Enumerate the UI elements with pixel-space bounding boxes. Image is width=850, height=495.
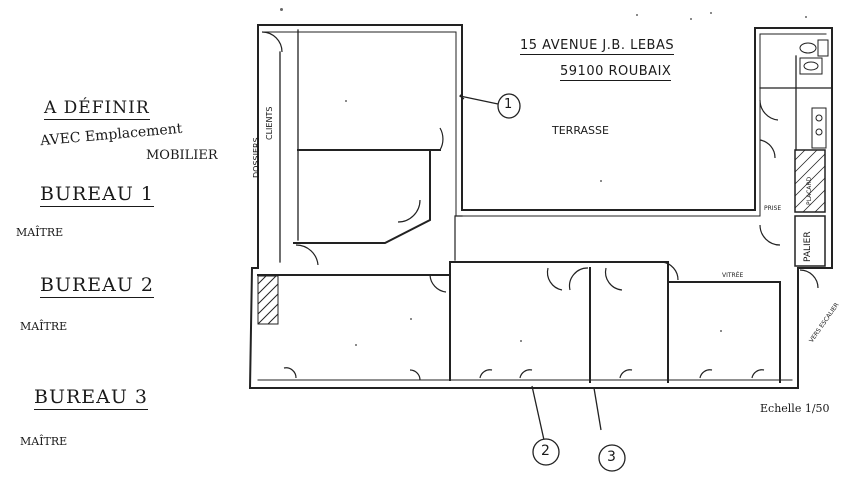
scan-speck xyxy=(520,340,522,342)
wc-fixtures xyxy=(799,39,829,149)
hatched-column xyxy=(257,275,279,325)
define-title: A DÉFINIR xyxy=(44,98,150,120)
corridor-top xyxy=(454,215,463,261)
dossiers-label: DOSSIERS xyxy=(252,137,261,178)
bureau3-role: MAÎTRE xyxy=(20,435,68,448)
bureau2-role: MAÎTRE xyxy=(20,320,68,333)
marker-2: 2 xyxy=(541,443,550,459)
palier-label: PALIER xyxy=(803,231,813,262)
scale-label: Echelle 1/50 xyxy=(760,402,830,415)
bureau2-label: BUREAU 2 xyxy=(40,274,155,298)
outer-wall xyxy=(248,24,833,389)
bureau1-label: BUREAU 1 xyxy=(40,183,155,207)
scan-speck xyxy=(805,16,807,18)
palier-box xyxy=(794,215,826,267)
scan-speck xyxy=(345,100,347,102)
clients-label: CLIENTS xyxy=(265,106,274,140)
scan-speck xyxy=(355,344,357,346)
address-line2: 59100 ROUBAIX xyxy=(560,64,672,81)
vitrage-label: VITRÉE xyxy=(722,272,744,279)
scan-speck xyxy=(600,180,602,182)
scan-speck xyxy=(720,330,722,332)
placard-box xyxy=(794,149,826,213)
marker-1: 1 xyxy=(504,97,513,112)
scan-speck xyxy=(280,8,283,11)
bureau3-label: BUREAU 3 xyxy=(34,386,149,410)
prise-label: PRISE xyxy=(764,205,782,212)
office1-wall-lower xyxy=(293,149,431,244)
define-line3: MOBILIER xyxy=(146,148,218,163)
door-swings xyxy=(261,31,819,381)
scan-speck xyxy=(710,12,712,14)
marker-lines xyxy=(459,93,602,441)
placard-label: PLACARD xyxy=(806,176,813,205)
address-line1: 15 AVENUE J.B. LEBAS xyxy=(520,38,675,55)
inner-wall xyxy=(263,31,827,217)
marker-circles xyxy=(497,93,626,472)
terrasse-label: TERRASSE xyxy=(552,124,609,137)
bureau1-role: MAÎTRE xyxy=(16,226,64,239)
scan-speck xyxy=(636,14,638,16)
scan-speck xyxy=(410,318,412,320)
marker-3: 3 xyxy=(607,449,616,465)
scan-speck xyxy=(690,18,692,20)
